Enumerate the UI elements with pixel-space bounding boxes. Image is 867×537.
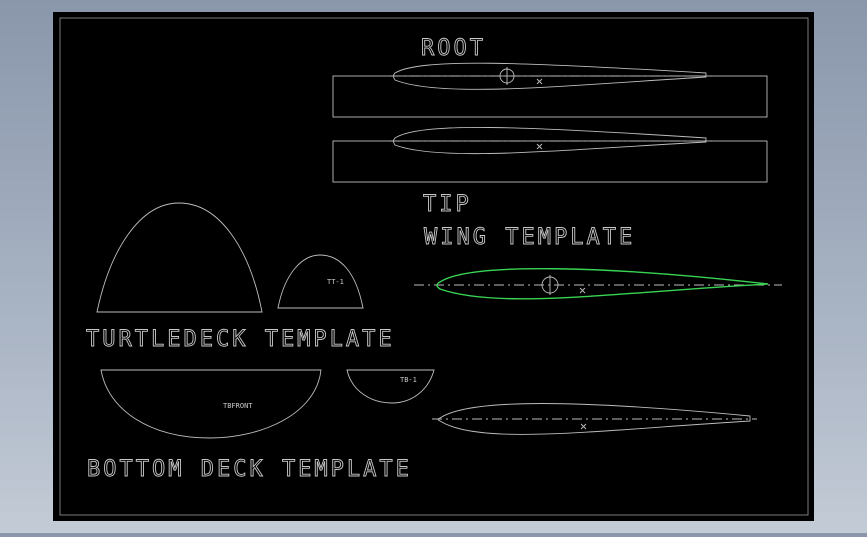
selected-cross-mark [579, 287, 586, 294]
root-airfoil[interactable] [393, 62, 707, 90]
tip-airfoil[interactable] [393, 127, 707, 155]
label-tip: TIP [423, 192, 472, 217]
selected-airfoil[interactable] [436, 267, 769, 300]
label-tt1: TT-1 [327, 278, 344, 286]
label-wing-template: WING TEMPLATE [424, 225, 635, 250]
bottom-airfoil[interactable] [437, 403, 751, 435]
label-tbfront: TBFRONT [223, 402, 253, 410]
bottom-cross-mark [580, 423, 587, 430]
label-root: ROOT [421, 36, 486, 61]
bottom-deck-front-outline[interactable] [100, 369, 322, 439]
drawing-sheet [53, 12, 814, 521]
drawing-border [59, 17, 809, 516]
label-tb1: TB-1 [400, 376, 417, 384]
bottom-deck-tb1-outline[interactable] [346, 369, 435, 404]
label-turtledeck-template: TURTLEDECK TEMPLATE [86, 327, 395, 352]
label-bottom-deck-template: BOTTOM DECK TEMPLATE [87, 457, 412, 482]
turtledeck-large-outline[interactable] [96, 202, 263, 313]
turtledeck-tt1-outline[interactable] [277, 254, 364, 309]
tip-cross-mark [536, 143, 543, 150]
root-cross-mark [536, 78, 543, 85]
